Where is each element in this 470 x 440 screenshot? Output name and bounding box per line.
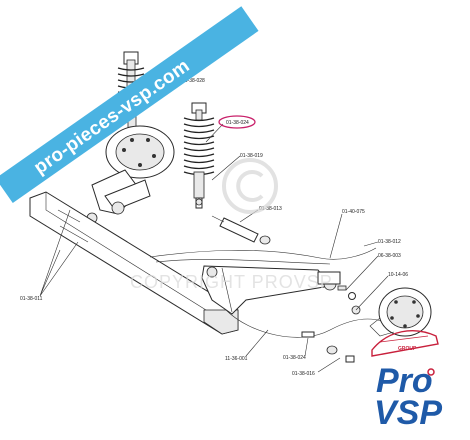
right-hub-assembly (369, 287, 432, 337)
left-hub-assembly (86, 125, 175, 224)
logo-line1: Pro (376, 362, 433, 400)
part-label: 11-36-001 (225, 356, 248, 362)
center-shock-absorber (183, 102, 215, 209)
part-label: 01-38-013 (259, 206, 282, 212)
part-label: 01-38-028 (182, 78, 205, 84)
part-label: 01-38-024 (283, 355, 306, 361)
logo-dot-icon (427, 368, 435, 376)
logo-group-text: GROUP (398, 346, 417, 352)
axle-beam (29, 191, 239, 335)
part-labels: 01-38-028 01-38-024 01-38-019 01-38-013 … (20, 78, 408, 377)
fasteners (301, 285, 361, 363)
part-label: 01-38-016 (292, 371, 315, 377)
part-label: 01-38-019 (240, 153, 263, 159)
watermark-text: COPYRIGHT PROVSP (130, 272, 333, 292)
part-label: 10-14-06 (388, 272, 408, 278)
part-label: 01-38-011 (20, 296, 43, 302)
part-label: 01-38-024 (226, 120, 249, 126)
part-label: 06-38-003 (378, 253, 401, 259)
rear-bushing (211, 215, 271, 245)
highlight-ring (218, 115, 256, 129)
part-label: 01-38-012 (378, 239, 401, 245)
logo-line2: VSP (374, 394, 442, 432)
copyright-watermark: COPYRIGHT PROVSP (130, 158, 333, 292)
provsp-logo: GROUP Pro VSP (371, 330, 442, 432)
part-label: 01-40-075 (342, 209, 365, 215)
trailing-arm (201, 265, 341, 315)
